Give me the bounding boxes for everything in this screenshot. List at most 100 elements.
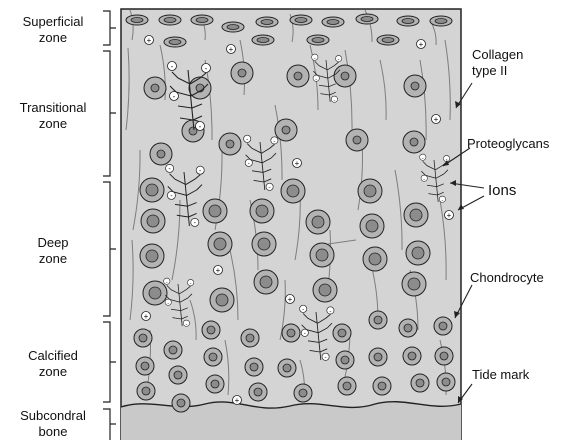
round-chondrocyte bbox=[140, 244, 164, 268]
negative-charge: - bbox=[185, 321, 187, 327]
round-chondrocyte bbox=[373, 377, 391, 395]
round-chondrocyte bbox=[403, 347, 421, 365]
round-chondrocyte bbox=[411, 374, 429, 392]
round-chondrocyte bbox=[369, 348, 387, 366]
round-chondrocyte bbox=[334, 65, 356, 87]
positive-charge: + bbox=[147, 36, 152, 45]
zone-label-line: zone bbox=[2, 30, 104, 46]
round-chondrocyte bbox=[434, 317, 452, 335]
bracket-deep bbox=[103, 182, 116, 316]
round-chondrocyte bbox=[241, 329, 259, 347]
round-chondrocyte bbox=[306, 210, 330, 234]
round-chondrocyte bbox=[275, 119, 297, 141]
round-chondrocyte bbox=[164, 341, 182, 359]
negative-charge: - bbox=[325, 354, 327, 361]
label-chondrocyte: Chondrocyte bbox=[470, 270, 544, 286]
negative-charge: - bbox=[190, 281, 192, 287]
round-chondrocyte bbox=[134, 329, 152, 347]
bracket-subcondral bbox=[103, 409, 116, 440]
positive-ion: + bbox=[145, 36, 154, 46]
round-chondrocyte bbox=[402, 272, 426, 296]
flat-chondrocyte bbox=[159, 15, 181, 25]
flat-chondrocyte bbox=[126, 15, 148, 25]
round-chondrocyte bbox=[437, 373, 455, 391]
round-chondrocyte bbox=[249, 383, 267, 401]
round-chondrocyte bbox=[363, 247, 387, 271]
round-chondrocyte bbox=[252, 232, 276, 256]
round-chondrocyte bbox=[141, 209, 165, 233]
label-ions: Ions bbox=[488, 183, 516, 199]
round-chondrocyte bbox=[369, 311, 387, 329]
flat-chondrocyte bbox=[307, 35, 329, 45]
positive-ion: + bbox=[293, 159, 302, 169]
flat-chondrocyte bbox=[397, 16, 419, 26]
positive-charge: + bbox=[144, 312, 149, 321]
flat-chondrocyte bbox=[430, 16, 452, 26]
zone-label-superficial: Superficial zone bbox=[2, 14, 104, 46]
negative-charge: - bbox=[248, 160, 250, 167]
zone-label-deep: Deep zone bbox=[2, 235, 104, 267]
negative-charge: - bbox=[273, 138, 275, 145]
round-chondrocyte bbox=[208, 232, 232, 256]
zone-label-line: Deep bbox=[2, 235, 104, 251]
round-chondrocyte bbox=[143, 281, 167, 305]
positive-charge: + bbox=[434, 115, 439, 124]
round-chondrocyte bbox=[202, 321, 220, 339]
flat-chondrocyte bbox=[290, 15, 312, 25]
round-chondrocyte bbox=[294, 384, 312, 402]
negative-charge: - bbox=[304, 330, 306, 337]
round-chondrocyte bbox=[346, 129, 368, 151]
negative-charge: - bbox=[315, 76, 317, 82]
round-chondrocyte bbox=[399, 319, 417, 337]
round-chondrocyte bbox=[287, 65, 309, 87]
round-chondrocyte bbox=[404, 75, 426, 97]
round-chondrocyte bbox=[206, 375, 224, 393]
positive-charge: + bbox=[216, 266, 221, 275]
negative-charge: - bbox=[329, 308, 331, 315]
round-chondrocyte bbox=[136, 357, 154, 375]
negative-charge: - bbox=[422, 155, 424, 161]
round-chondrocyte bbox=[204, 348, 222, 366]
negative-charge: - bbox=[314, 55, 316, 61]
round-chondrocyte bbox=[203, 199, 227, 223]
zone-label-calcified: Calcified zone bbox=[2, 348, 104, 380]
positive-ion: + bbox=[233, 396, 242, 406]
subchondral-bone-region bbox=[121, 402, 461, 440]
positive-ion: + bbox=[445, 211, 454, 221]
round-chondrocyte bbox=[245, 358, 263, 376]
positive-charge: + bbox=[235, 396, 240, 405]
negative-charge: - bbox=[338, 57, 340, 63]
round-chondrocyte bbox=[172, 394, 190, 412]
round-chondrocyte bbox=[210, 288, 234, 312]
positive-charge: + bbox=[295, 159, 300, 168]
negative-charge: - bbox=[166, 279, 168, 285]
zone-label-line: Transitional bbox=[2, 100, 104, 116]
round-chondrocyte bbox=[310, 243, 334, 267]
zone-label-line: Calcified bbox=[2, 348, 104, 364]
flat-chondrocyte bbox=[322, 17, 344, 27]
flat-chondrocyte bbox=[377, 35, 399, 45]
zone-label-subcondral: Subcondral bone bbox=[2, 408, 104, 440]
zone-label-line: zone bbox=[2, 116, 104, 132]
round-chondrocyte bbox=[219, 133, 241, 155]
positive-charge: + bbox=[419, 40, 424, 49]
round-chondrocyte bbox=[231, 62, 253, 84]
label-tide-mark: Tide mark bbox=[472, 367, 529, 383]
bracket-transitional bbox=[103, 51, 116, 176]
positive-charge: + bbox=[288, 295, 293, 304]
round-chondrocyte bbox=[278, 359, 296, 377]
label-proteoglycans: Proteoglycans bbox=[467, 136, 549, 152]
negative-charge: - bbox=[205, 64, 208, 73]
bracket-superficial bbox=[103, 11, 116, 45]
label-line: type II bbox=[472, 63, 523, 79]
flat-chondrocyte bbox=[356, 14, 378, 24]
round-chondrocyte bbox=[250, 199, 274, 223]
positive-charge: + bbox=[447, 211, 452, 220]
flat-chondrocyte bbox=[164, 37, 186, 47]
positive-ion: + bbox=[286, 295, 295, 305]
round-chondrocyte bbox=[144, 77, 166, 99]
positive-ion: + bbox=[214, 266, 223, 276]
negative-charge: - bbox=[246, 136, 248, 143]
round-chondrocyte bbox=[406, 241, 430, 265]
round-chondrocyte bbox=[137, 382, 155, 400]
